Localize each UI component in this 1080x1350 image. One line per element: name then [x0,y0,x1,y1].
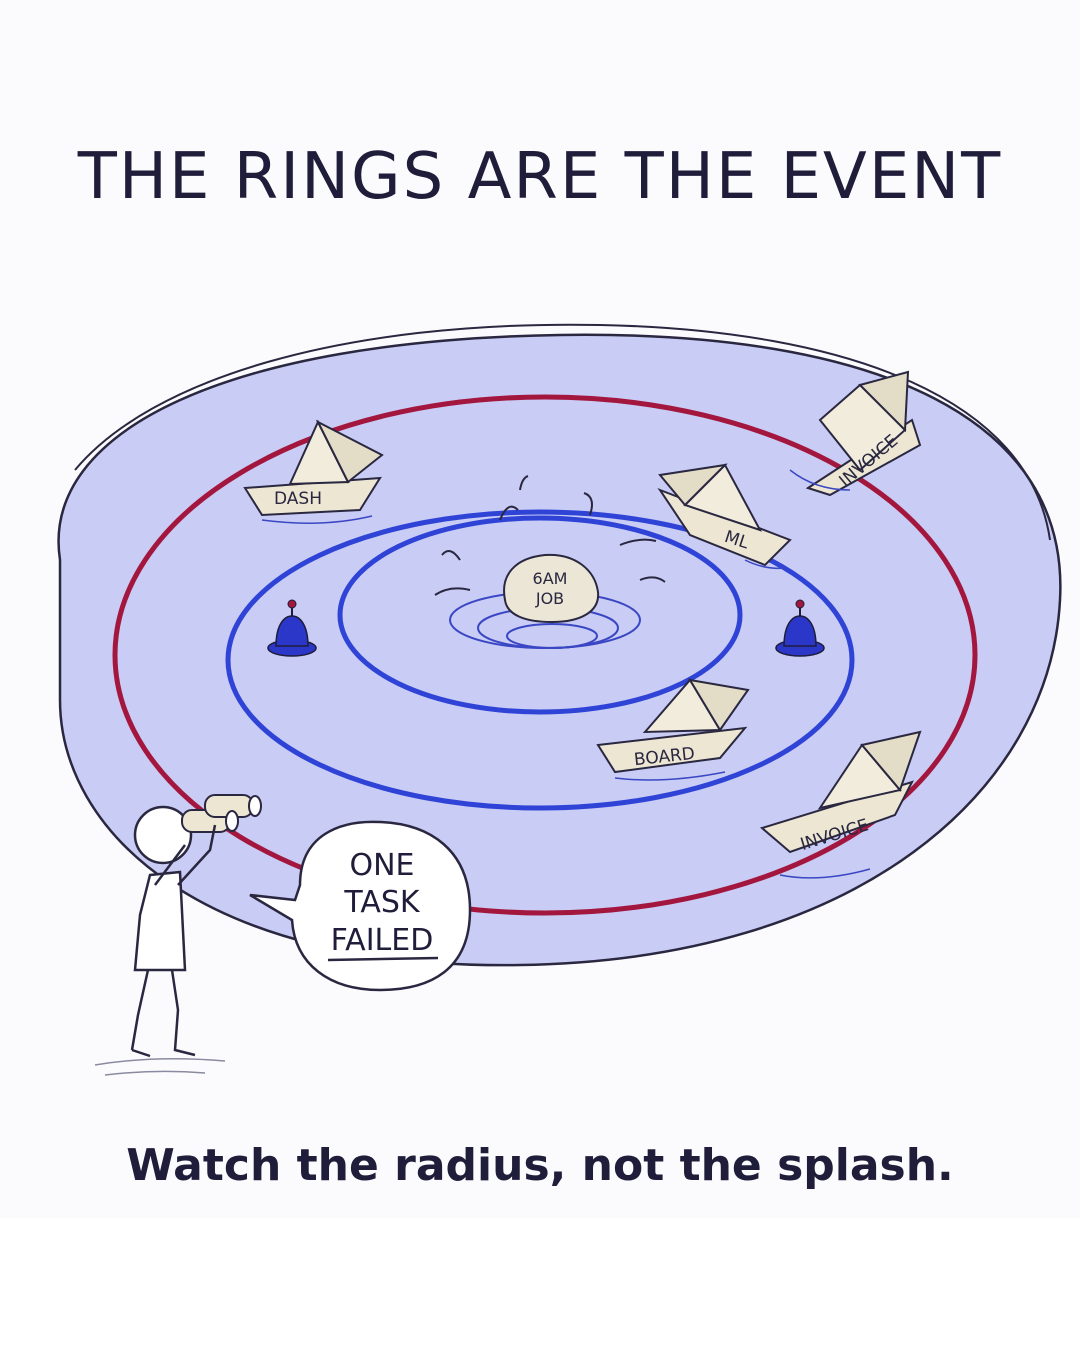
observer-figure [94,794,262,1076]
buoy-right [775,599,825,657]
paper-boat-board: BOARD [596,678,750,774]
paper-boat-invoice-bottom: INVOICE [759,730,922,855]
bubble-line-3: FAILED [331,923,434,958]
bottom-band [0,1218,1080,1350]
bubble-line-2: TASK [343,885,421,920]
middle-ring [225,509,855,811]
page-title: THE RINGS ARE THE EVENT [77,140,1003,214]
paper-boat-ml: ML [657,463,792,567]
paper-boat-dash: DASH [243,419,384,517]
boat-wakes [261,469,871,879]
pond-rim [74,323,1051,541]
bubble-line-1: ONE [349,848,414,883]
paper-boat-invoice-top: INVOICE [805,370,922,497]
speech-bubble: ONE TASK FAILED [249,820,472,992]
boat-label-dash: DASH [274,489,322,509]
rock: 6AM JOB [503,553,600,624]
observer-head [133,805,193,865]
rock-label-line2: JOB [535,589,564,608]
outer-ring [112,394,978,916]
pond-illustration: 6AM JOB DASH ML [57,323,1062,1076]
rock-label-line1: 6AM [533,569,568,588]
splash-droplets [434,475,666,596]
buoy-left [267,599,317,657]
caption: Watch the radius, not the splash. [126,1140,954,1191]
observer-body [133,870,187,972]
binoculars-icon [181,794,262,833]
inner-ring [337,515,743,715]
